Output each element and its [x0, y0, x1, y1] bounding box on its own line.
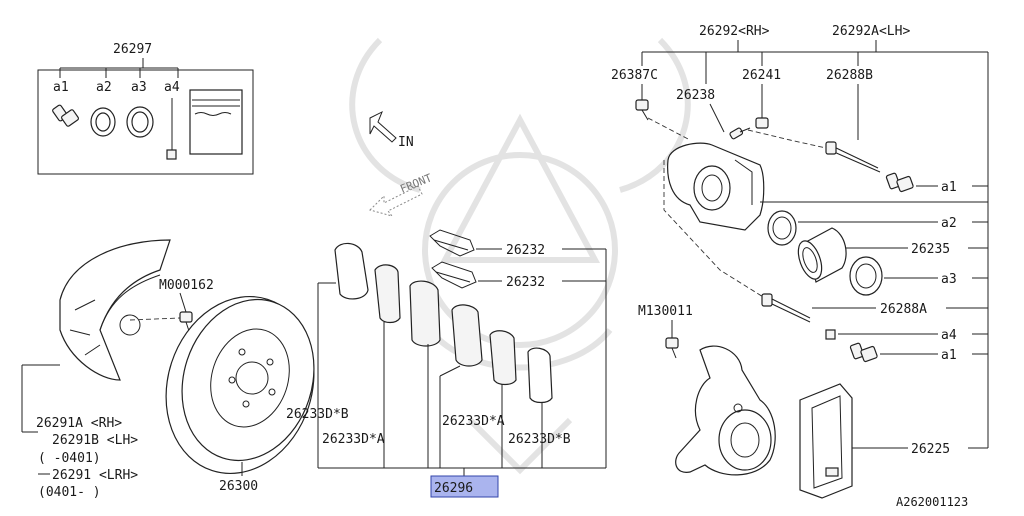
kit-grease-packet [189, 89, 243, 155]
callout-26232-top[interactable]: 26232 [506, 243, 545, 258]
callout-26288a[interactable]: 26288A [880, 302, 927, 317]
front-arrow-icon [369, 185, 423, 217]
caliper-bolt-26387c [635, 99, 649, 121]
pad-inner-shim [527, 347, 553, 404]
callout-right-a1-bottom[interactable]: a1 [941, 348, 957, 363]
pad-3 [451, 304, 483, 367]
knuckle-bolt [665, 337, 679, 359]
callout-26288b[interactable]: 26288B [826, 68, 873, 83]
kit-item-a4[interactable]: a4 [164, 80, 180, 95]
front-label: FRONT [398, 171, 434, 196]
steering-knuckle [675, 345, 776, 476]
watermark-emblem [349, 37, 691, 475]
shield-label-rh[interactable]: 26291A <RH> [36, 416, 122, 431]
kit-number[interactable]: 26297 [113, 42, 152, 57]
piston-seal [767, 210, 797, 246]
callout-26235[interactable]: 26235 [911, 242, 950, 257]
callout-m130011[interactable]: M130011 [638, 304, 693, 319]
callout-26387c[interactable]: 26387C [611, 68, 658, 83]
guide-pin-26288a [761, 293, 811, 323]
highlight-26296 [430, 475, 499, 498]
bleeder-cap [755, 117, 769, 129]
callout-right-a3[interactable]: a3 [941, 272, 957, 287]
kit-item-a2[interactable]: a2 [96, 80, 112, 95]
boot-a1-top [885, 172, 914, 193]
piston-boot [849, 256, 883, 296]
boot-a1-bottom [849, 342, 878, 363]
callout-m000162[interactable]: M000162 [159, 278, 214, 293]
caliper-body [667, 142, 765, 231]
in-arrow-icon [369, 110, 397, 143]
kit-small-cap [166, 149, 177, 160]
callout-26238[interactable]: 26238 [676, 88, 715, 103]
callout-right-a4[interactable]: a4 [941, 328, 957, 343]
pad-4 [489, 330, 517, 386]
caliper-support-bracket [799, 383, 853, 499]
kit-bleeder-boot [52, 104, 79, 127]
callout-26300[interactable]: 26300 [219, 479, 258, 494]
callout-26233db-left[interactable]: 26233D*B [286, 407, 349, 422]
callout-26233db-right[interactable]: 26233D*B [508, 432, 571, 447]
shield-label-range-2: (0401- ) [38, 485, 101, 500]
callout-26292a-lh[interactable]: 26292A<LH> [832, 24, 910, 39]
brake-pads [334, 242, 553, 404]
bleeder-screw [729, 127, 751, 140]
dust-shield [59, 239, 181, 381]
callout-26233da-left[interactable]: 26233D*A [322, 432, 385, 447]
guide-pin-26288b [825, 141, 881, 173]
pad-clip-bottom [431, 261, 477, 289]
kit-item-a1[interactable]: a1 [53, 80, 69, 95]
shield-label-lh[interactable]: 26291B <LH> [52, 433, 138, 448]
callout-26292-rh[interactable]: 26292<RH> [699, 24, 770, 39]
kit-item-a3[interactable]: a3 [131, 80, 147, 95]
callout-right-a1-top[interactable]: a1 [941, 180, 957, 195]
small-cap-a4 [825, 329, 836, 340]
callout-26232-bottom[interactable]: 26232 [506, 275, 545, 290]
pad-1 [374, 264, 401, 324]
callout-right-a2[interactable]: a2 [941, 216, 957, 231]
shield-label-range-1: ( -0401) [38, 451, 101, 466]
caliper-piston [797, 227, 847, 283]
shield-label-lrh[interactable]: 26291 <LRH> [52, 468, 138, 483]
diagram-id: A262001123 [896, 495, 968, 509]
pad-clip-top [429, 229, 475, 257]
callout-26225[interactable]: 26225 [911, 442, 950, 457]
callout-26296[interactable]: 26296 [434, 481, 473, 496]
kit-box: 26297 a1 a2 a3 a4 [37, 42, 254, 175]
pad-2 [409, 280, 441, 347]
pad-outer-shim [334, 242, 369, 300]
callout-26241[interactable]: 26241 [742, 68, 781, 83]
brake-rotor [165, 295, 315, 475]
in-label: IN [398, 135, 414, 150]
callout-26233da-right[interactable]: 26233D*A [442, 414, 505, 429]
